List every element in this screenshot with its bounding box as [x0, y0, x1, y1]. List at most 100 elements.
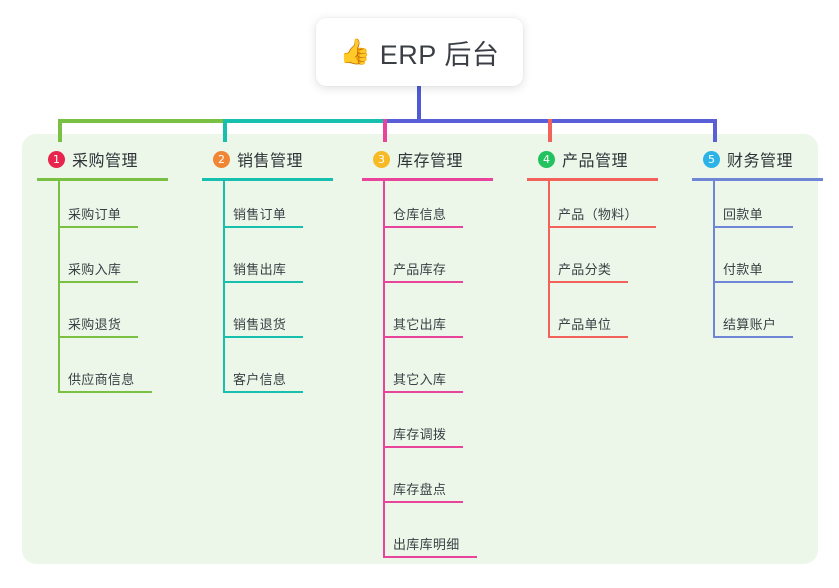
- branch-item[interactable]: 回款单: [689, 181, 839, 236]
- branch-item-label: 产品库存: [393, 262, 447, 277]
- branch-item-rule: [383, 281, 463, 283]
- connector-root-stem: [417, 86, 421, 123]
- branch-item-rule: [383, 336, 463, 338]
- branch-item-list-4: 产品（物料） 产品分类产品单位: [524, 181, 684, 346]
- branch-item[interactable]: 仓库信息: [359, 181, 519, 236]
- branch-item[interactable]: 结算账户: [689, 291, 839, 346]
- branch-item-rule: [383, 391, 463, 393]
- branch-item-label: 回款单: [723, 207, 763, 222]
- branch-item-rule: [223, 391, 303, 393]
- branch-item-label: 产品单位: [558, 317, 612, 332]
- branch-item[interactable]: 付款单: [689, 236, 839, 291]
- branch-column-1: 1 采购管理采购订单采购入库采购退货供应商信息: [34, 146, 194, 401]
- branch-item[interactable]: 产品分类: [524, 236, 684, 291]
- branch-header-label-5: 财务管理: [727, 153, 794, 170]
- branch-trunk-line-2: [223, 181, 225, 393]
- root-node-card[interactable]: 👍 ERP 后台: [316, 18, 523, 86]
- branch-header-rule-2: [202, 178, 333, 181]
- branch-item-label: 供应商信息: [68, 372, 135, 387]
- branch-item[interactable]: 其它入库: [359, 346, 519, 401]
- branch-item[interactable]: 出库库明细: [359, 511, 519, 566]
- branch-item-label: 销售出库: [233, 262, 287, 277]
- branch-item-rule: [223, 281, 303, 283]
- branch-item[interactable]: 产品库存: [359, 236, 519, 291]
- branch-header-label-2: 销售管理: [237, 153, 304, 170]
- branch-item-list-3: 仓库信息产品库存其它出库其它入库库存调拨库存盘点出库库明细: [359, 181, 519, 566]
- branch-item-rule: [223, 336, 303, 338]
- branch-number-badge-2: 2: [213, 150, 230, 168]
- branch-item[interactable]: 销售出库: [199, 236, 359, 291]
- root-node-title: ERP 后台: [379, 39, 500, 70]
- branch-header-rule-3: [362, 178, 493, 181]
- connector-bar-segment-4: [548, 119, 717, 123]
- branch-number-badge-5: 5: [703, 150, 720, 168]
- branch-item-label: 采购入库: [68, 262, 122, 277]
- branch-item[interactable]: 销售退货: [199, 291, 359, 346]
- branch-item[interactable]: 产品单位: [524, 291, 684, 346]
- branch-item-rule: [383, 501, 463, 503]
- branch-item-label: 其它出库: [393, 317, 447, 332]
- connector-bar-segment-3: [383, 119, 552, 123]
- branch-item-rule: [713, 226, 793, 228]
- branch-item-label: 销售订单: [233, 207, 287, 222]
- branch-item-list-1: 采购订单采购入库采购退货供应商信息: [34, 181, 194, 401]
- connector-drop-3: [383, 119, 387, 142]
- branch-trunk-line-1: [58, 181, 60, 393]
- branch-item[interactable]: 产品（物料）: [524, 181, 684, 236]
- branch-item-label: 仓库信息: [393, 207, 447, 222]
- branch-header-1[interactable]: 1 采购管理: [34, 146, 194, 172]
- connector-drop-2: [223, 119, 227, 142]
- branch-item-label: 产品分类: [558, 262, 612, 277]
- branch-header-5[interactable]: 5 财务管理: [689, 146, 839, 172]
- branch-item-rule: [713, 281, 793, 283]
- branch-column-2: 2 销售管理销售订单销售出库销售退货客户信息: [199, 146, 359, 401]
- branch-item[interactable]: 采购退货: [34, 291, 194, 346]
- branch-item[interactable]: 采购订单: [34, 181, 194, 236]
- branch-item-rule: [548, 226, 656, 228]
- branch-item-label: 出库库明细: [393, 537, 460, 552]
- branch-item-label: 库存盘点: [393, 482, 447, 497]
- connector-bar-segment-1: [58, 119, 227, 123]
- branch-header-3[interactable]: 3 库存管理: [359, 146, 519, 172]
- connector-drop-4: [548, 119, 552, 142]
- branch-item-rule: [58, 281, 138, 283]
- branch-item-rule: [713, 336, 793, 338]
- connector-drop-5: [713, 119, 717, 142]
- branch-number-badge-4: 4: [538, 150, 555, 168]
- branch-item[interactable]: 库存调拨: [359, 401, 519, 456]
- branch-item-list-2: 销售订单销售出库销售退货客户信息: [199, 181, 359, 401]
- branch-header-2[interactable]: 2 销售管理: [199, 146, 359, 172]
- branch-item-label: 采购退货: [68, 317, 122, 332]
- branch-header-rule-5: [692, 178, 823, 181]
- branch-item-rule: [548, 336, 628, 338]
- branch-item-rule: [58, 226, 138, 228]
- connector-bar-segment-2: [223, 119, 387, 123]
- branch-item-label: 产品（物料）: [558, 207, 638, 222]
- branch-item-label: 库存调拨: [393, 427, 447, 442]
- branch-item-label: 采购订单: [68, 207, 122, 222]
- branch-item[interactable]: 库存盘点: [359, 456, 519, 511]
- branch-item-rule: [58, 391, 152, 393]
- branch-item[interactable]: 客户信息: [199, 346, 359, 401]
- branch-item-rule: [383, 226, 463, 228]
- branch-column-5: 5 财务管理回款单付款单结算账户: [689, 146, 839, 346]
- branch-item-rule: [383, 556, 477, 558]
- branch-item[interactable]: 采购入库: [34, 236, 194, 291]
- branch-trunk-line-4: [548, 181, 550, 338]
- branch-item-label: 销售退货: [233, 317, 287, 332]
- branch-item[interactable]: 供应商信息: [34, 346, 194, 401]
- branch-item-label: 付款单: [723, 262, 763, 277]
- branch-item[interactable]: 其它出库: [359, 291, 519, 346]
- branch-item[interactable]: 销售订单: [199, 181, 359, 236]
- branch-header-label-3: 库存管理: [397, 153, 464, 170]
- branch-number-badge-1: 1: [48, 150, 65, 168]
- branch-item-rule: [223, 226, 303, 228]
- branch-number-badge-3: 3: [373, 150, 390, 168]
- branch-header-label-1: 采购管理: [72, 153, 139, 170]
- branch-item-rule: [383, 446, 463, 448]
- branch-item-label: 结算账户: [723, 317, 777, 332]
- branch-item-rule: [58, 336, 138, 338]
